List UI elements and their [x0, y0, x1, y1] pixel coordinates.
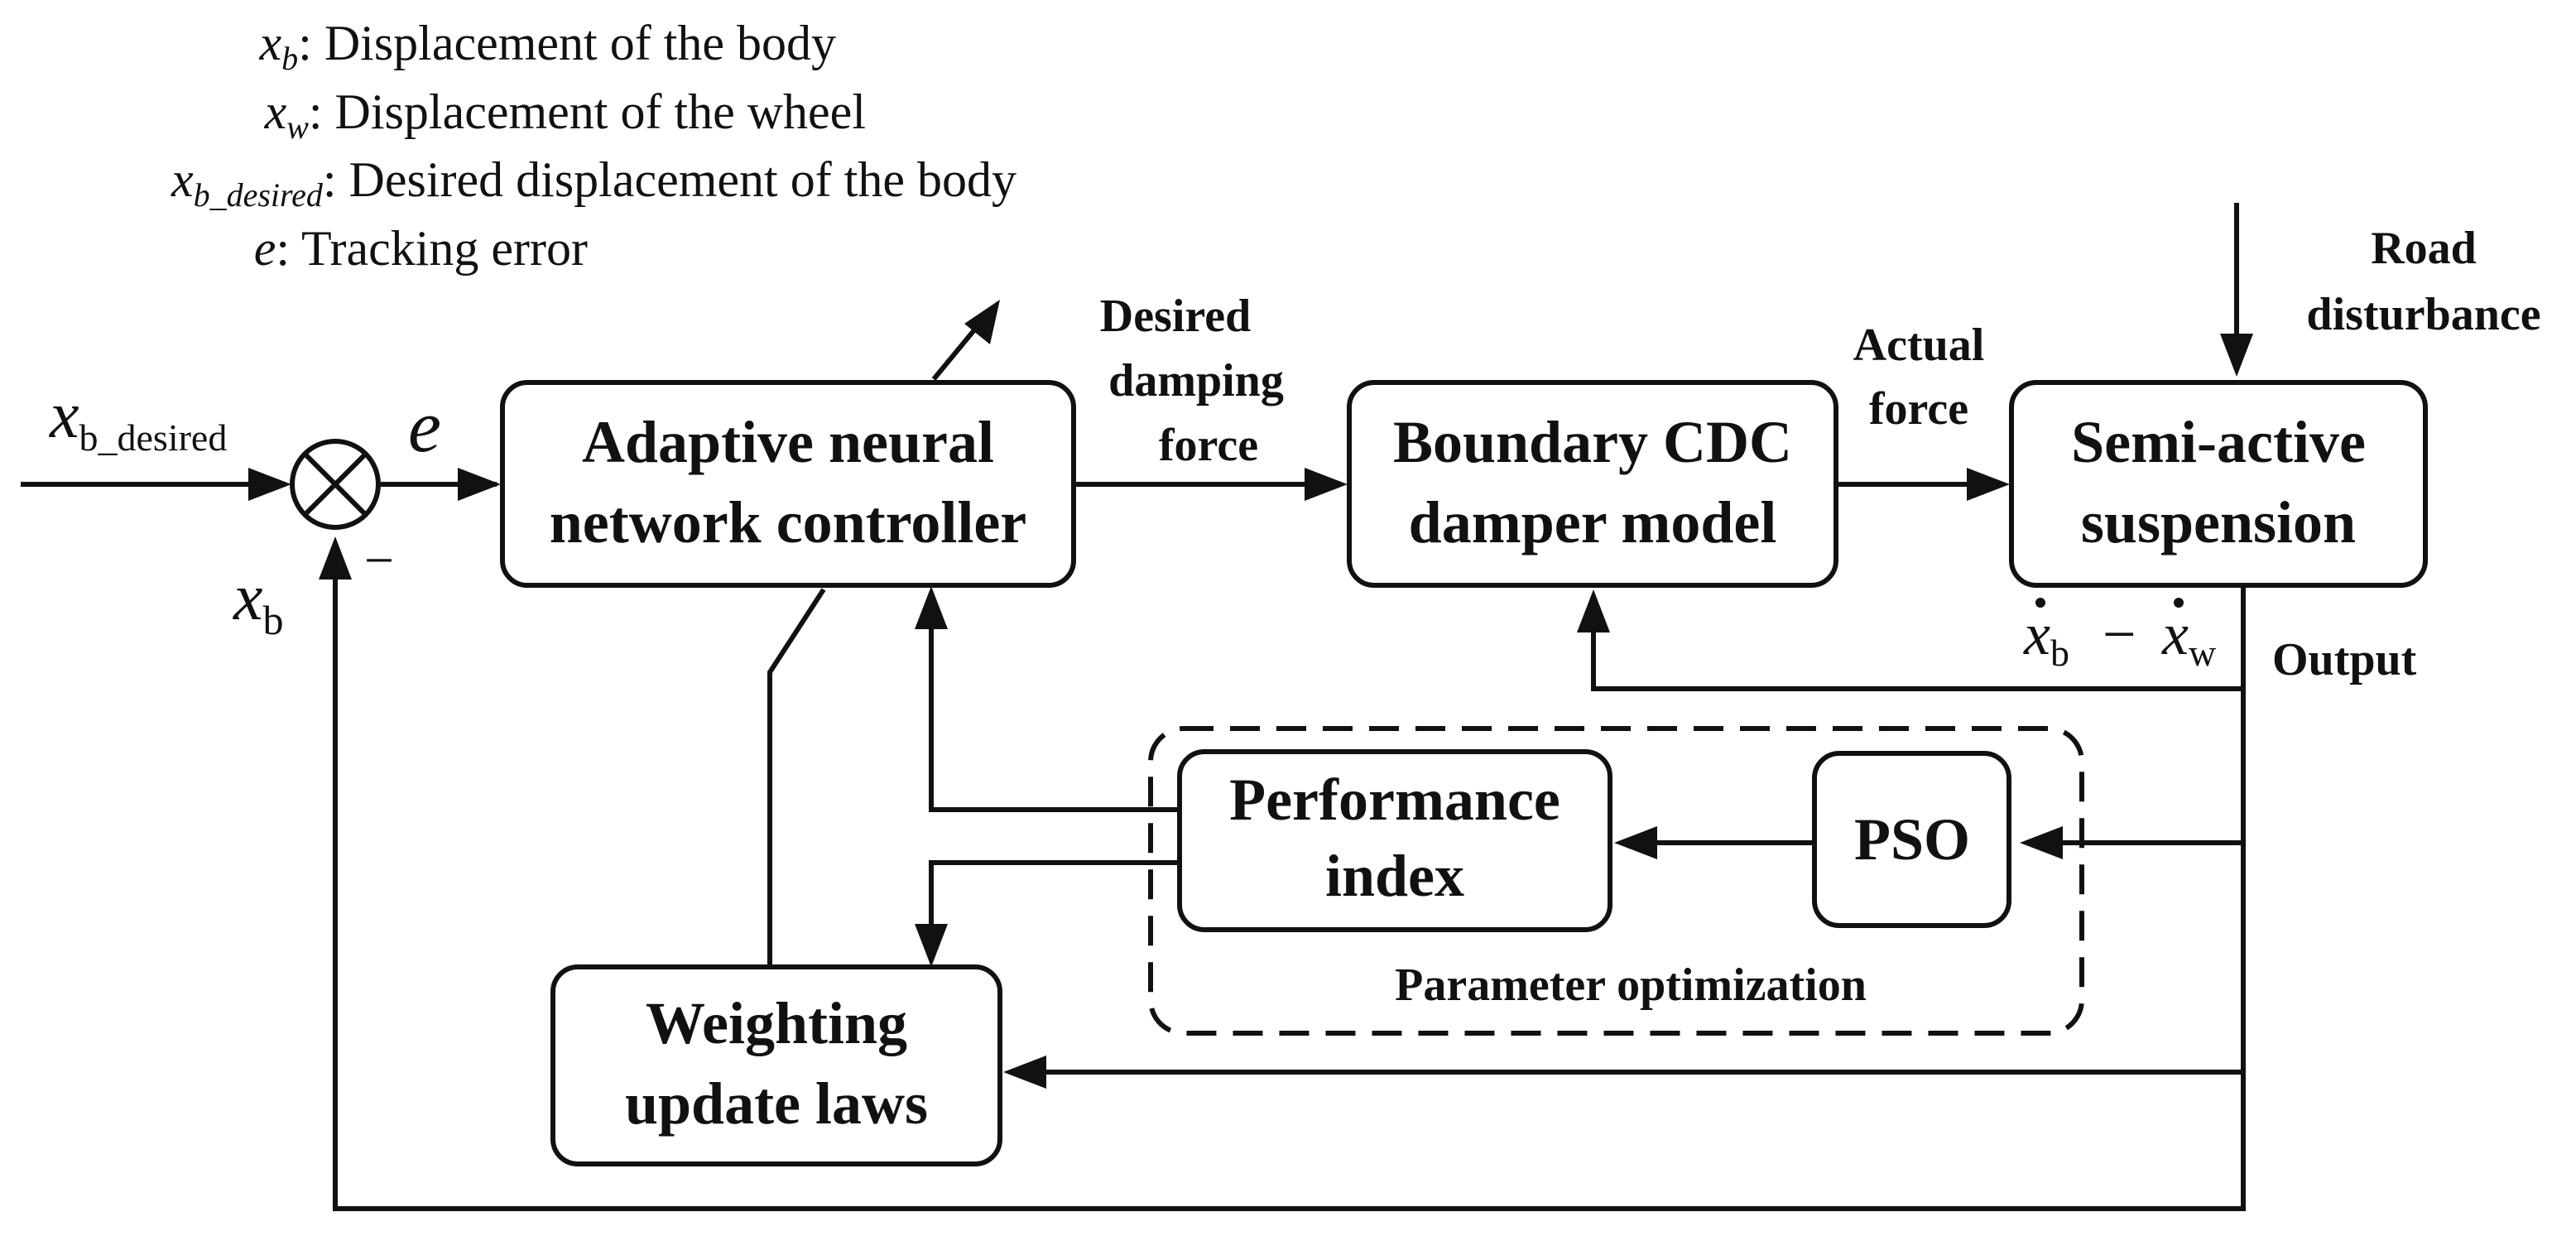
legend: xb: Displacement of the body xw: Displac… [171, 16, 1016, 276]
parameter-optimization-region [1148, 726, 2084, 1036]
arrowhead-sum [248, 468, 291, 501]
block-weighting: Weighting update laws [550, 964, 1002, 1166]
arrowhead-controller-bottom [915, 586, 948, 629]
block-controller: Adaptive neural network controller [500, 380, 1076, 588]
signal-lines [21, 203, 2246, 1211]
damper-label-line1: Boundary CDC [1393, 409, 1792, 475]
parameter-optimization-label: Parameter optimization [1395, 959, 1867, 1011]
arrowhead-damper-bottom [1577, 589, 1610, 632]
performance-to-controller-line [929, 617, 1180, 812]
legend-item-xb: xb: Displacement of the body [259, 16, 836, 77]
arrowhead-damper [1305, 468, 1348, 501]
suspension-label-line1: Semi-active [2071, 409, 2366, 475]
arrowheads [248, 300, 2253, 1089]
arrowhead-controller [458, 468, 501, 501]
actual-force-label-line2: force [1869, 383, 1968, 435]
block-suspension: Semi-active suspension [2009, 380, 2428, 588]
arrowhead-performance [1614, 826, 1657, 859]
block-pso: PSO [1812, 751, 2011, 928]
velocity-body-dot [2035, 598, 2045, 608]
desired-force-label-line2: damping [1108, 355, 1284, 406]
road-label-line2: disturbance [2306, 289, 2540, 340]
input-label: xb_desired [49, 379, 227, 459]
performance-label-line2: index [1325, 843, 1464, 909]
suspension-label-line2: suspension [2081, 489, 2356, 555]
weighting-label-line2: update laws [625, 1070, 928, 1137]
arrowhead-suspension [1967, 468, 2010, 501]
arrowhead-pso [2020, 826, 2063, 859]
road-label-line1: Road [2371, 223, 2477, 274]
velocity-feedback-line [1591, 619, 2243, 691]
velocity-wheel-dot [2174, 598, 2184, 608]
minus-sign: − [364, 531, 394, 589]
controller-label-line1: Adaptive neural [582, 409, 994, 475]
performance-label-line1: Performance [1229, 767, 1560, 833]
block-damper: Boundary CDC damper model [1347, 380, 1838, 588]
legend-item-xw: xw: Displacement of the wheel [264, 84, 866, 146]
body-feedback-line [333, 580, 2246, 1211]
arrowhead-adaptation [964, 300, 1000, 344]
weighting-label-line1: Weighting [646, 990, 907, 1056]
velocity-minus-sign: − [2103, 601, 2136, 667]
weighting-to-controller-line [767, 588, 826, 967]
output-label: Output [2272, 634, 2417, 685]
arrowhead-weighting-top [915, 924, 948, 967]
velocity-body-symbol: xb [2023, 601, 2069, 674]
pso-label: PSO [1854, 806, 1970, 873]
summing-junction [290, 439, 381, 530]
performance-to-weighting-line [929, 860, 1180, 950]
legend-item-xb-desired: xb_desired: Desired displacement of the … [171, 152, 1016, 214]
block-performance-index: Performance index [1177, 749, 1612, 932]
legend-item-e: e: Tracking error [254, 221, 588, 276]
velocity-difference-label: xb − xw [2023, 598, 2217, 674]
arrowhead-feedback-sum [319, 536, 352, 580]
arrowhead-road [2220, 334, 2253, 377]
actual-force-label-line1: Actual [1853, 320, 1985, 371]
error-label: e [408, 386, 441, 468]
damper-label-line2: damper model [1409, 489, 1777, 555]
signal-labels: xb_desired e xb − Desired damping force … [49, 223, 2541, 1011]
adaptation-arrow-line [931, 325, 979, 381]
feedback-label: xb [233, 561, 284, 643]
desired-force-label-line1: Desired [1100, 291, 1252, 342]
velocity-wheel-symbol: xw [2161, 601, 2217, 674]
arrowhead-weighting-right [1003, 1056, 1046, 1089]
desired-force-label-line3: force [1159, 420, 1258, 471]
controller-label-line2: network controller [550, 489, 1027, 555]
